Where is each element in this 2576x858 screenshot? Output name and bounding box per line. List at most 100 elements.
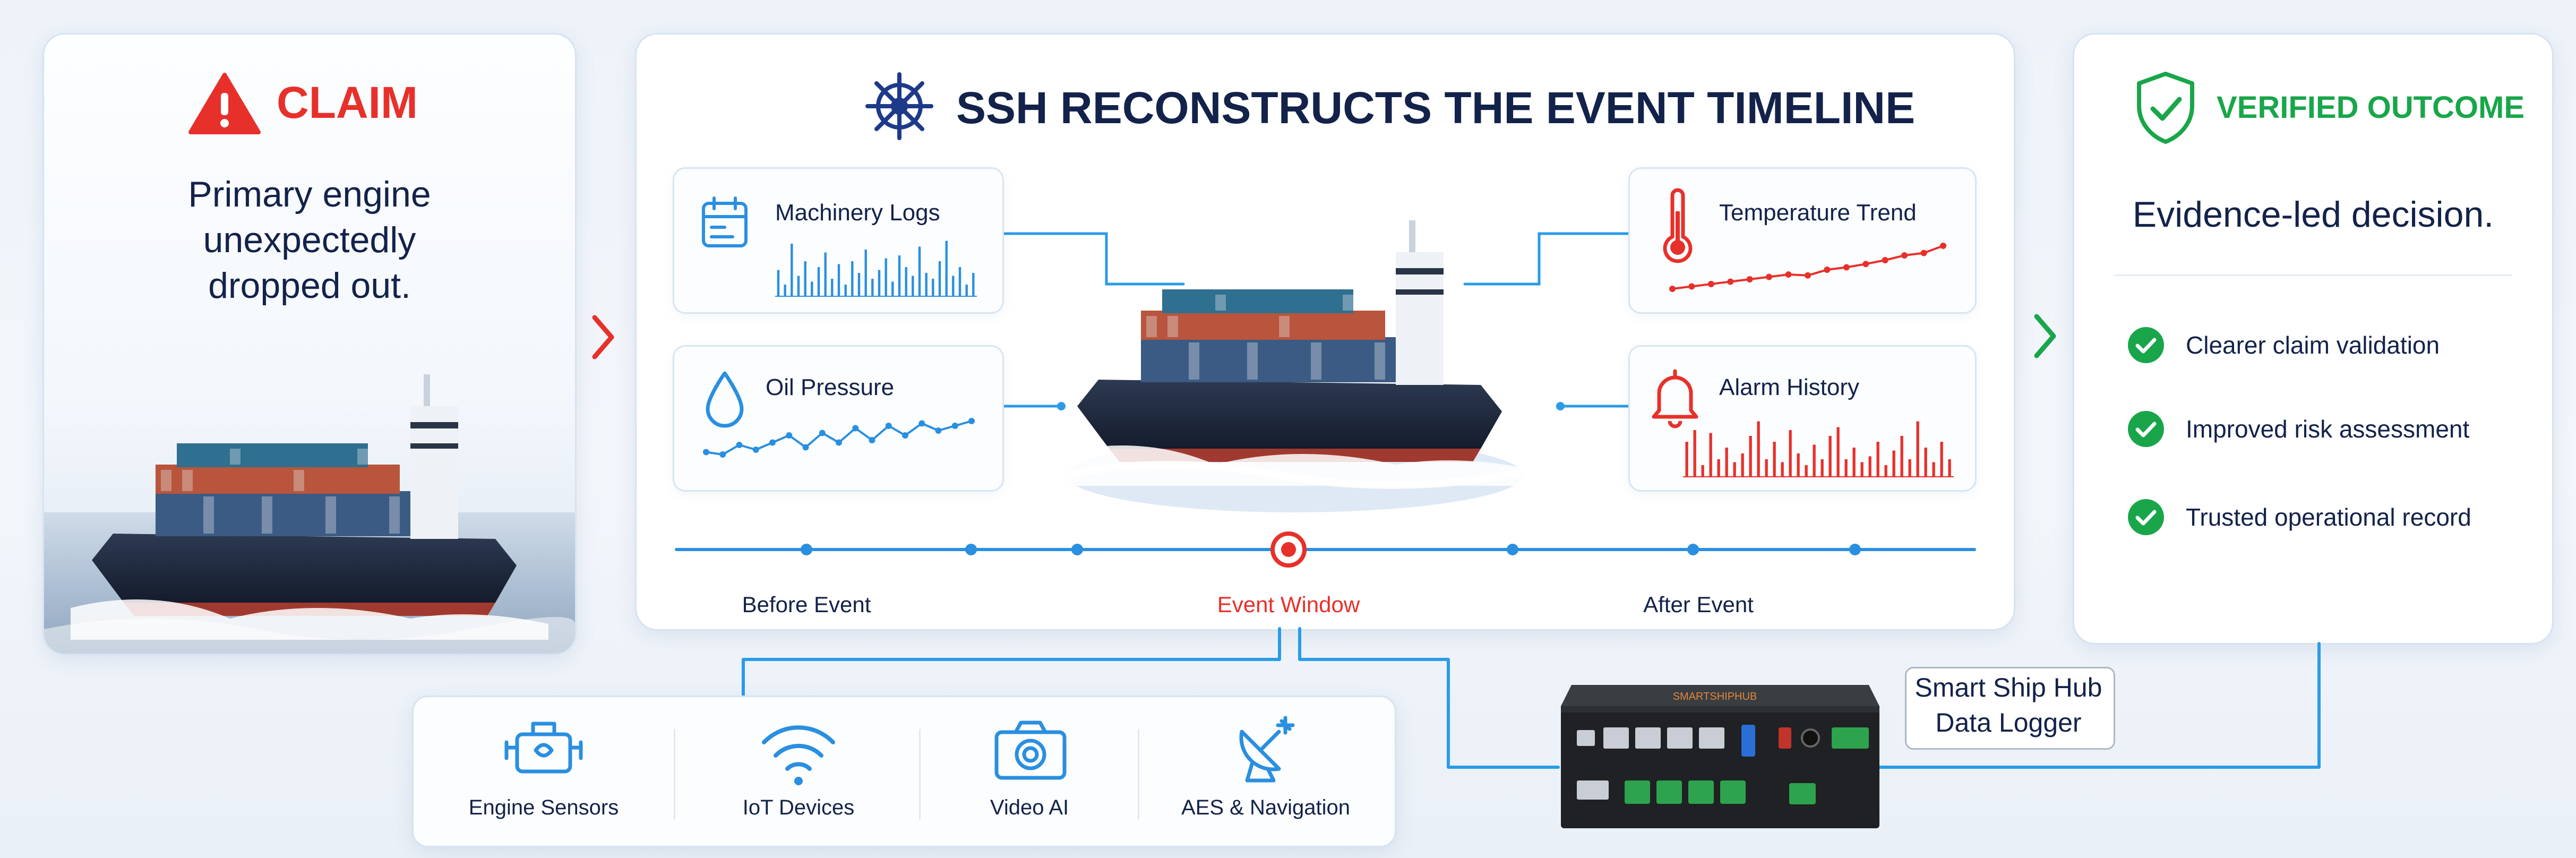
source-label: AES & Navigation	[1181, 796, 1350, 819]
chart-bar	[777, 270, 780, 296]
chart-bar	[1948, 459, 1951, 477]
chart-bar	[1765, 459, 1768, 477]
timeline-dot	[1687, 544, 1699, 555]
chart-bar	[1916, 421, 1919, 477]
timeline-dot	[1849, 544, 1861, 555]
oil-pressure-chart	[703, 418, 975, 458]
chart-point	[1785, 271, 1792, 278]
chart-point	[1940, 243, 1946, 249]
outcome-card: VERIFIED OUTCOME Evidence-led decision. …	[2073, 33, 2554, 645]
chart-bar	[972, 273, 975, 296]
device-label-line-2: Data Logger	[1935, 708, 2082, 737]
sources-card: Engine Sensors IoT Devices Video AI AES …	[412, 696, 1396, 847]
chart-bar	[811, 281, 813, 296]
chart-point	[1882, 257, 1888, 263]
chart-point	[1805, 272, 1811, 279]
after-event-label: After Event	[1643, 592, 1754, 617]
calendar-log-icon	[702, 196, 748, 247]
chart-point	[752, 447, 759, 453]
device-label-line-1: Smart Ship Hub	[1914, 673, 2102, 702]
droplet-icon	[706, 371, 744, 428]
chart-point	[1688, 283, 1695, 290]
chart-bar	[891, 281, 894, 296]
chart-point	[819, 430, 826, 436]
ship-wheel-icon	[865, 72, 933, 140]
outcome-item-label: Clearer claim validation	[2186, 331, 2440, 359]
chart-bar	[925, 273, 928, 296]
chart-bar	[1900, 436, 1903, 477]
chart-bar	[965, 285, 968, 296]
svg-text:SMARTSHIPHUB: SMARTSHIPHUB	[1673, 691, 1757, 702]
chart-bar	[945, 241, 948, 296]
timeline-card: SSH RECONSTRUCTS THE EVENT TIMELINE Mach…	[635, 33, 2015, 631]
outcome-item-label: Trusted operational record	[2186, 503, 2471, 531]
chart-bar	[1709, 433, 1712, 477]
chart-point	[1824, 267, 1831, 273]
chart-bar	[1836, 427, 1840, 477]
chart-bar	[1789, 430, 1792, 477]
chart-bar	[1781, 462, 1784, 477]
chart-bar	[1821, 459, 1824, 477]
chart-bar	[1924, 448, 1927, 477]
chart-bar	[1693, 430, 1696, 477]
chart-bar	[932, 279, 934, 296]
chart-point	[852, 425, 859, 432]
chart-bar	[1741, 453, 1744, 477]
chart-point	[1707, 281, 1714, 287]
source-divider	[674, 729, 675, 819]
chart-point	[1727, 278, 1734, 285]
chart-point	[1746, 276, 1753, 282]
chevron-right-icon	[2034, 314, 2056, 358]
chart-bar	[1828, 436, 1832, 477]
connector-lines	[1001, 232, 1631, 410]
alarm-history-label: Alarm History	[1719, 374, 1860, 400]
chart-point	[968, 418, 975, 424]
chart-point	[885, 423, 892, 429]
oil-pressure-label: Oil Pressure	[766, 374, 895, 400]
chart-bar	[844, 285, 847, 296]
chart-bar	[1717, 459, 1720, 477]
chart-bar	[791, 244, 793, 296]
chart-bar	[958, 267, 961, 296]
chart-bar	[1805, 465, 1808, 477]
claim-heading: CLAIM	[277, 78, 418, 127]
chart-point	[736, 442, 743, 448]
chart-point	[1862, 261, 1869, 268]
timeline-dot	[801, 544, 812, 555]
engine-icon	[504, 722, 583, 774]
cargo-ship-image	[1056, 220, 1534, 512]
source-divider	[919, 729, 921, 819]
chart-bar	[804, 261, 806, 296]
source-divider	[1138, 729, 1139, 819]
claim-line-2: unexpectedly	[203, 220, 416, 260]
device-label-box	[1905, 667, 2115, 750]
chart-bar	[871, 279, 874, 296]
oil-pressure-panel: Oil Pressure	[673, 345, 1004, 492]
source-label: IoT Devices	[742, 796, 855, 819]
check-circle-icon	[2128, 327, 2164, 363]
ship-image	[44, 374, 575, 654]
timeline-heading: SSH RECONSTRUCTS THE EVENT TIMELINE	[956, 83, 1916, 133]
chart-point	[802, 444, 809, 451]
chart-bar	[885, 258, 887, 296]
chart-bar	[1868, 456, 1871, 477]
chart-bar	[1876, 442, 1879, 477]
chart-bar	[864, 250, 867, 296]
chart-bar	[1908, 459, 1911, 477]
chart-bar	[1773, 442, 1776, 477]
event-window-label: Event Window	[1217, 592, 1360, 617]
chart-bar	[912, 276, 914, 296]
chart-bar	[1725, 448, 1728, 477]
timeline-dot	[1507, 544, 1518, 555]
alarm-history-panel: Alarm History	[1628, 345, 1977, 492]
divider	[2114, 274, 2512, 276]
chart-bar	[797, 276, 800, 296]
outcome-item-label: Improved risk assessment	[2186, 415, 2470, 443]
check-circle-icon	[2128, 499, 2164, 535]
chart-bar	[1892, 450, 1895, 477]
chart-bar	[1852, 448, 1856, 477]
chart-bar	[1685, 442, 1688, 477]
chart-bar	[1797, 453, 1800, 477]
chart-bar	[1844, 459, 1848, 477]
